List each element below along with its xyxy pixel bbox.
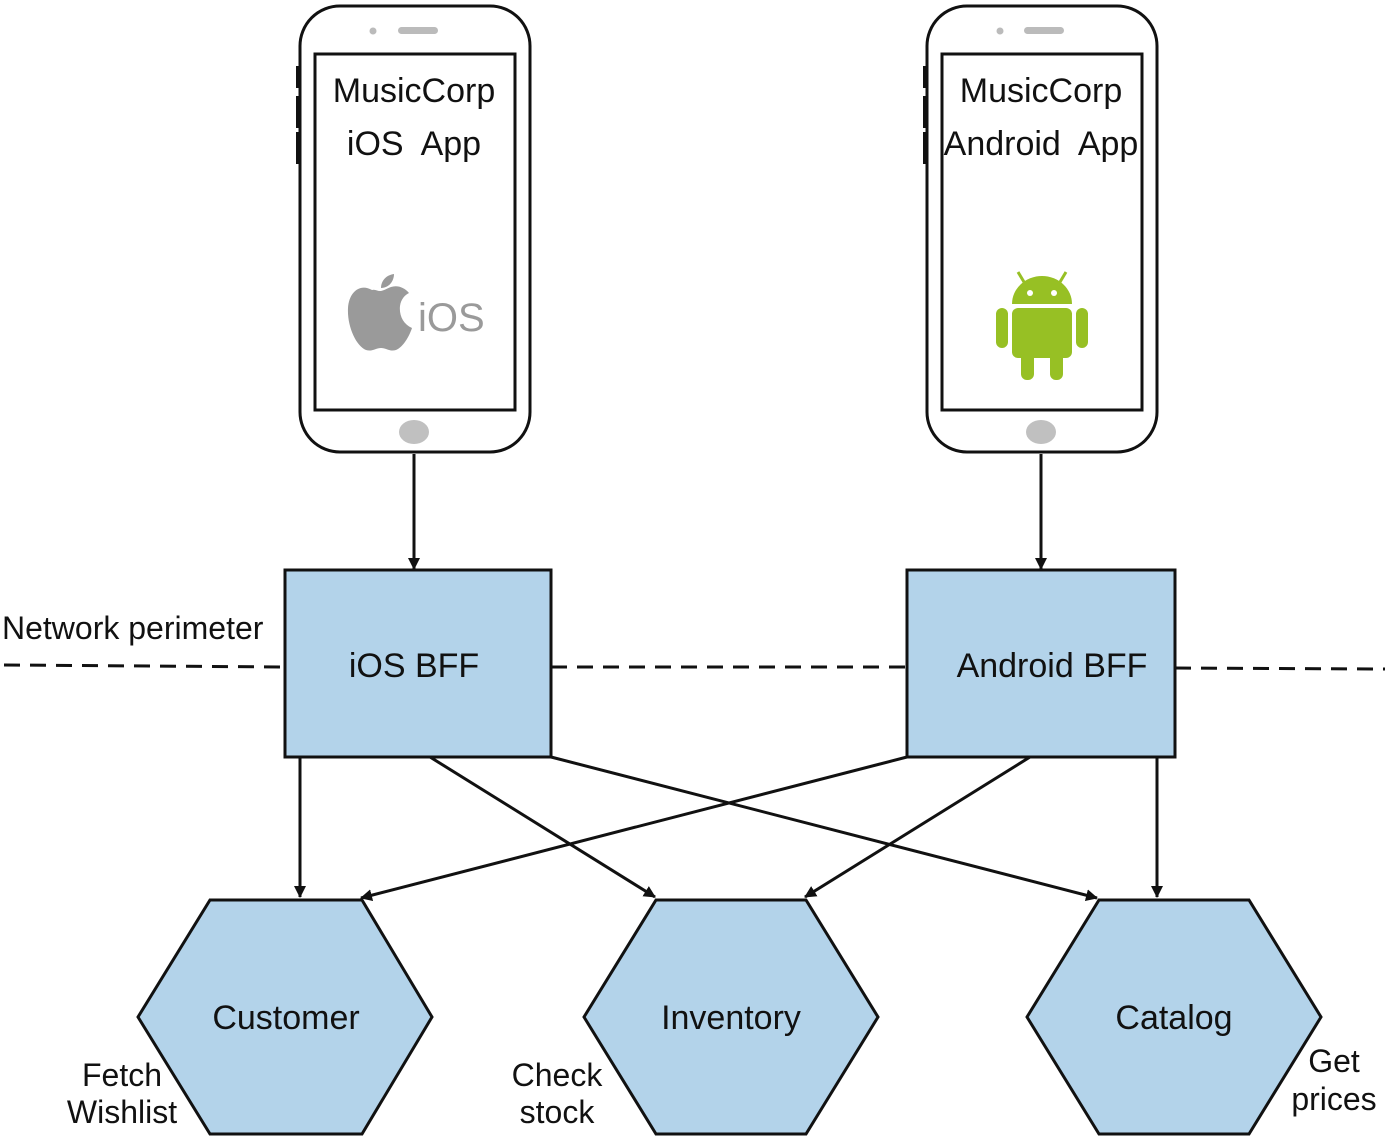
catalog-note-line2: prices	[1291, 1081, 1376, 1117]
arrow-android-bff-to-inventory	[804, 755, 1031, 899]
arrow-ios-bff-to-catalog	[550, 755, 1098, 902]
network-perimeter-label: Network perimeter	[2, 610, 264, 646]
android-app-title-line1: MusicCorp	[960, 72, 1122, 110]
customer-service: Customer	[136, 898, 434, 1136]
catalog-label: Catalog	[1115, 999, 1232, 1037]
ios-app-title-line2: iOS App	[347, 125, 481, 163]
network-perimeter: Network perimeter	[2, 610, 1386, 671]
android-bff: Android BFF	[905, 568, 1177, 759]
inventory-note-line1: Check	[512, 1057, 604, 1093]
customer-label: Customer	[212, 999, 359, 1037]
home-button-icon	[1026, 420, 1056, 444]
android-robot-icon	[996, 271, 1088, 380]
arrow-android-bff-to-customer	[360, 755, 908, 902]
arrow-ios-bff-to-inventory	[429, 755, 656, 899]
ios-logo-text: iOS	[418, 296, 485, 340]
apple-icon	[347, 274, 412, 351]
inventory-note-line2: stock	[520, 1094, 596, 1130]
inventory-label: Inventory	[661, 999, 801, 1037]
catalog-service: Catalog	[1025, 898, 1323, 1136]
inventory-service: Inventory	[582, 898, 880, 1136]
android-app-title-line2: Android App	[944, 125, 1139, 163]
android-bff-label: Android BFF	[957, 647, 1148, 685]
ios-app-title-line1: MusicCorp	[333, 72, 495, 110]
home-button-icon	[399, 420, 429, 444]
customer-note-line2: Wishlist	[67, 1094, 177, 1130]
ios-bff-label: iOS BFF	[349, 647, 479, 685]
customer-note-line1: Fetch	[82, 1057, 162, 1093]
android-phone: MusicCorp Android App	[923, 4, 1159, 454]
ios-phone: MusicCorp iOS App iOS	[296, 4, 532, 454]
ios-bff: iOS BFF	[283, 568, 553, 759]
catalog-note-line1: Get	[1308, 1043, 1360, 1079]
